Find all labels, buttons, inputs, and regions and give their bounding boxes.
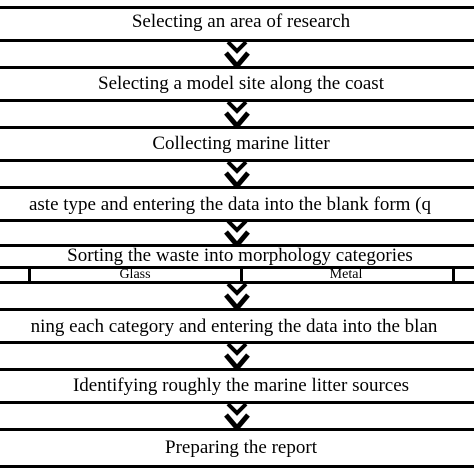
category-row-border (0, 266, 474, 269)
category-divider-middle (240, 266, 243, 284)
category-divider-left (28, 266, 31, 284)
step-box-1 (0, 6, 474, 42)
step-label-4: aste type and entering the data into the… (28, 194, 432, 215)
step-label-7: Identifying roughly the marine litter so… (72, 375, 410, 396)
step-box-2 (0, 66, 474, 102)
category-divider-right (452, 266, 455, 284)
step-label-5: Sorting the waste into morphology catego… (67, 245, 413, 266)
category-glass: Glass (119, 267, 151, 282)
step-box-5 (0, 244, 474, 284)
step-box-7 (0, 368, 474, 404)
step-label-6: ning each category and entering the data… (30, 316, 438, 337)
step-box-6 (0, 308, 474, 344)
step-label-1: Selecting an area of research (131, 11, 351, 32)
step-label-3: Collecting marine litter (152, 133, 330, 154)
step-box-3 (0, 126, 474, 162)
step-label-8: Preparing the report (165, 437, 317, 458)
category-metal: Metal (329, 267, 363, 282)
step-label-2: Selecting a model site along the coast (98, 73, 384, 94)
step-box-8 (0, 428, 474, 468)
step-box-4 (0, 186, 474, 222)
